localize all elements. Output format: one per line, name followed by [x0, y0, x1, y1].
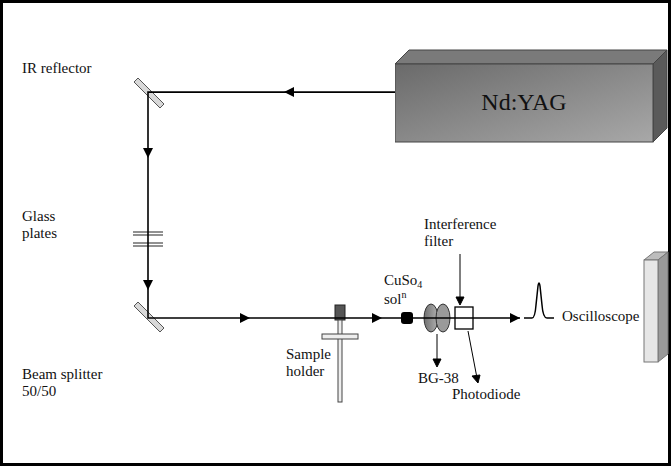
- laser-box: Nd:YAG: [395, 48, 669, 144]
- beam-arrows: [143, 87, 382, 323]
- ir-mirror: [134, 78, 164, 108]
- part-label: IR reflector: [22, 60, 122, 77]
- oscilloscope: Oscilloscope: [520, 250, 670, 366]
- part-label: BG-38: [418, 370, 478, 387]
- part-label: Sample holder: [286, 346, 338, 381]
- part-label: CuSo4: [384, 272, 444, 291]
- part-label: soln: [384, 289, 444, 308]
- part-label: Interference filter: [424, 216, 506, 251]
- part-label: Glass plates: [22, 208, 77, 243]
- node-text: Oscilloscope: [562, 308, 646, 325]
- node-text: Nd:YAG: [395, 89, 653, 117]
- part-label: Photodiode: [452, 386, 542, 403]
- part-label: Beam splitter 50/50: [22, 366, 118, 401]
- beam-splitter: [134, 302, 164, 332]
